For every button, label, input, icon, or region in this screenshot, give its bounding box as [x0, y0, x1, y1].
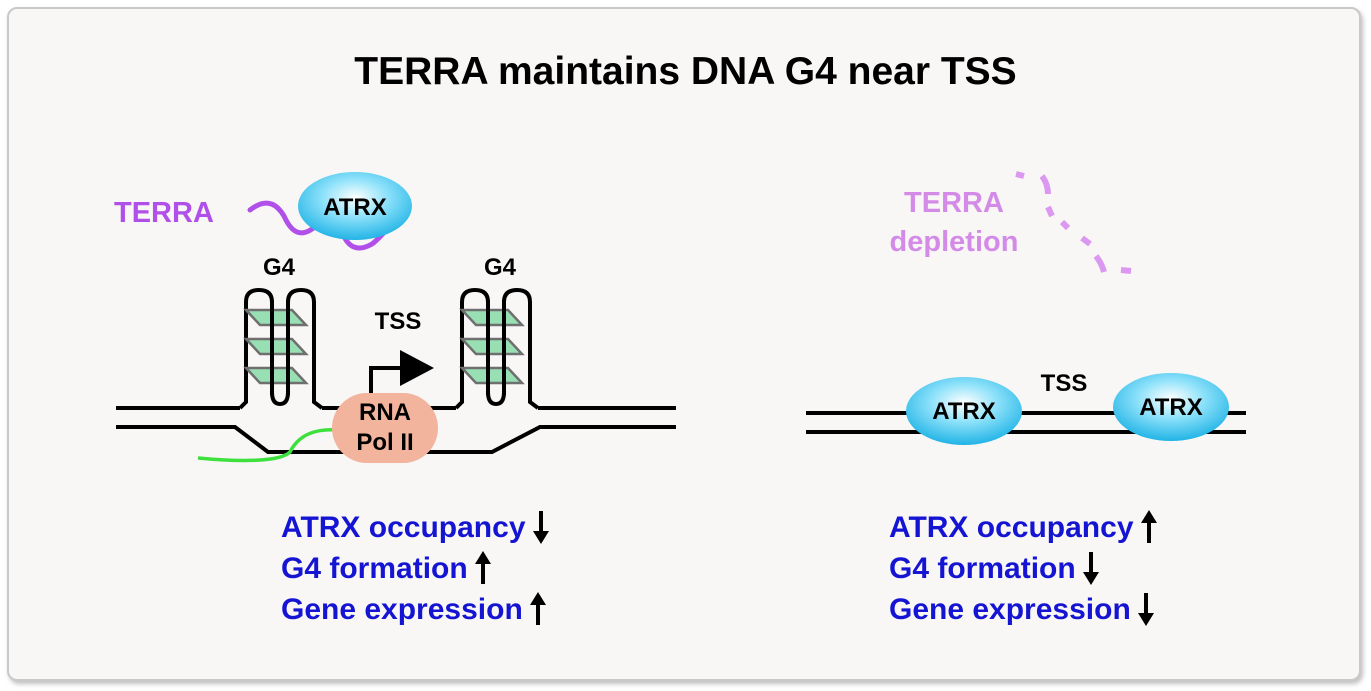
effect-row: G4 formation: [889, 548, 1158, 589]
atrx-protein-left: ATRX: [298, 172, 412, 240]
figure-title: TERRA maintains DNA G4 near TSS: [354, 50, 1017, 93]
effect-text: ATRX occupancy: [281, 511, 526, 544]
effect-text: Gene expression: [281, 593, 523, 626]
right-scheme: TERRA depletion TSS ATRX ATRX: [806, 171, 1246, 445]
nascent-rna: [197, 428, 339, 463]
effect-row: ATRX occupancy: [281, 507, 550, 548]
arrow-down-icon: [1137, 593, 1154, 626]
effect-row: Gene expression: [889, 589, 1158, 630]
g4-structure-right: [454, 287, 540, 410]
atrx-label-left: ATRX: [323, 194, 387, 221]
atrx-label-right-1: ATRX: [932, 398, 996, 425]
arrow-up-icon: [529, 592, 546, 625]
atrx-protein-right-1: ATRX: [906, 377, 1022, 445]
effect-text: G4 formation: [889, 552, 1076, 585]
tss-arrow-left: [369, 350, 434, 398]
effect-text: Gene expression: [889, 593, 1131, 626]
pol-label-line2: Pol II: [356, 429, 413, 456]
terra-fragments: [1015, 171, 1132, 274]
atrx-protein-right-2: ATRX: [1113, 373, 1229, 441]
g4-label-2: G4: [484, 254, 517, 281]
left-scheme: TSS RNA Pol II G4 G4 TERRA ATRX: [114, 172, 676, 463]
effect-row: G4 formation: [281, 548, 550, 589]
left-effects-list: ATRX occupancy G4 formation Gene express…: [281, 507, 550, 630]
arrow-down-icon: [1082, 552, 1099, 585]
arrow-up-icon: [474, 551, 491, 584]
terra-label-right: TERRA: [904, 187, 1004, 219]
effect-row: ATRX occupancy: [889, 507, 1158, 548]
tss-label-right: TSS: [1041, 370, 1088, 397]
g4-structure-left: [238, 287, 324, 410]
tss-label-left: TSS: [375, 308, 422, 335]
pol-label-line1: RNA: [359, 399, 411, 426]
rna-pol-ii: RNA Pol II: [332, 393, 438, 463]
effect-text: ATRX occupancy: [889, 511, 1134, 544]
depletion-label: depletion: [890, 226, 1019, 258]
arrow-down-icon: [532, 511, 549, 544]
terra-label-left: TERRA: [114, 197, 214, 229]
arrow-up-icon: [1140, 510, 1157, 543]
right-effects-list: ATRX occupancy G4 formation Gene express…: [889, 507, 1158, 630]
g4-label-1: G4: [263, 254, 296, 281]
effect-row: Gene expression: [281, 589, 550, 630]
effect-text: G4 formation: [281, 552, 468, 585]
atrx-label-right-2: ATRX: [1139, 394, 1203, 421]
figure-panel: [7, 7, 1361, 681]
